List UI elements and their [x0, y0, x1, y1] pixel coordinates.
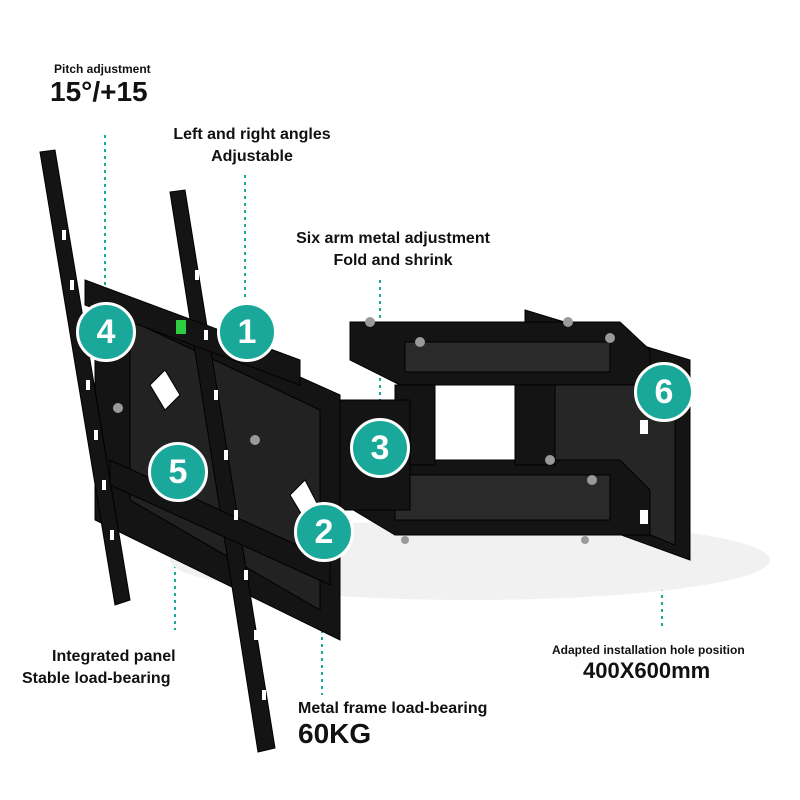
level-bubble [176, 320, 186, 334]
frame-value: 60KG [298, 718, 372, 749]
holes-value: 400X600mm [583, 658, 711, 683]
badge-2: 2 [294, 502, 354, 562]
angles-line2: Adjustable [211, 148, 293, 165]
rail-holes [62, 230, 648, 700]
arm-line1: Six arm metal adjustment [296, 230, 490, 247]
panel-line2: Stable load-bearing [22, 670, 171, 687]
bolts [113, 317, 615, 544]
holes-label: Adapted installation hole position [552, 643, 745, 657]
panel-line1: Integrated panel [52, 648, 176, 665]
mount-bracket [39, 149, 691, 753]
badge-6: 6 [634, 362, 694, 422]
badge-5: 5 [148, 442, 208, 502]
badge-1: 1 [217, 302, 277, 362]
frame-label: Metal frame load-bearing [298, 700, 488, 717]
badge-3: 3 [350, 418, 410, 478]
angles-line1: Left and right angles [173, 126, 331, 143]
arm-line2: Fold and shrink [333, 252, 453, 269]
badge-4: 4 [76, 302, 136, 362]
pitch-value: 15°/+15 [50, 76, 148, 107]
pitch-label: Pitch adjustment [54, 62, 151, 76]
